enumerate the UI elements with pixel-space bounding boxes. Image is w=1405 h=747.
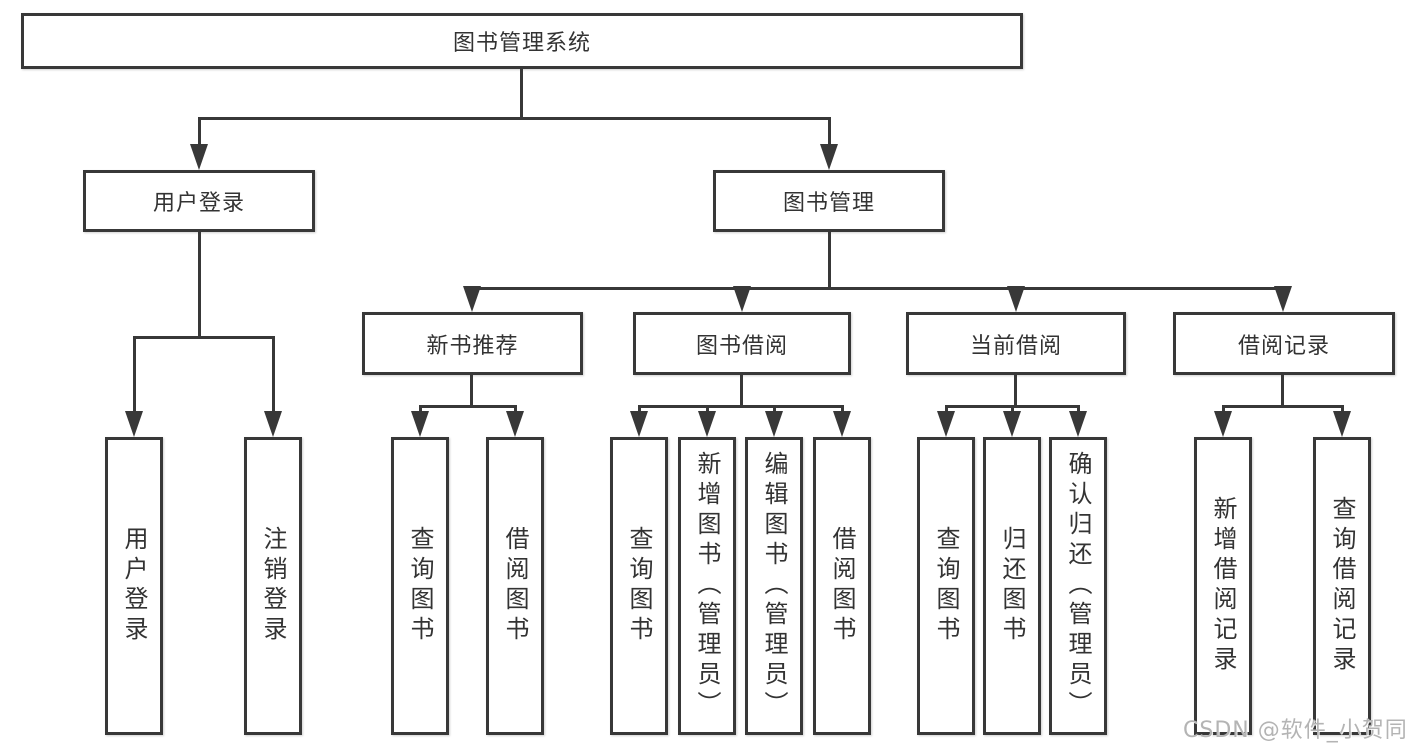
arrowhead-icon [190, 144, 208, 170]
arrowhead-icon [506, 411, 524, 437]
arrowhead-icon [833, 411, 851, 437]
leaf-edit-books-admin: 编辑图书（管理员） [745, 437, 803, 735]
node-borrow-record-label: 借阅记录 [1237, 333, 1330, 359]
leaf-current-query-books-label: 查询图书 [932, 526, 960, 646]
node-borrow-record: 借阅记录 [1173, 312, 1395, 375]
connector-drop-book-management [828, 117, 831, 150]
connector-record-rail [1222, 405, 1344, 408]
node-book-management: 图书管理 [713, 170, 945, 232]
leaf-confirm-return-admin-label: 确认归还（管理员） [1064, 451, 1092, 721]
node-current-borrow: 当前借阅 [906, 312, 1126, 375]
arrowhead-icon [937, 411, 955, 437]
leaf-user-login-label: 用户登录 [120, 526, 148, 646]
connector-user-stub [198, 232, 201, 337]
leaf-query-borrow-record: 查询借阅记录 [1313, 437, 1371, 735]
connector-borrow-stub [740, 375, 743, 407]
arrowhead-icon [411, 411, 429, 437]
leaf-add-books-admin: 新增图书（管理员） [678, 437, 736, 735]
arrowhead-icon [698, 411, 716, 437]
leaf-recommend-borrow-books: 借阅图书 [486, 437, 544, 735]
leaf-edit-books-admin-label: 编辑图书（管理员） [760, 451, 788, 721]
node-current-borrow-label: 当前借阅 [969, 333, 1062, 359]
leaf-recommend-query-books-label: 查询图书 [406, 526, 434, 646]
arrowhead-icon [1214, 411, 1232, 437]
leaf-borrow-books-label: 借阅图书 [828, 526, 856, 646]
node-book-borrow: 图书借阅 [633, 312, 851, 375]
leaf-return-books: 归还图书 [983, 437, 1041, 735]
connector-current-stub [1014, 375, 1017, 407]
leaf-borrow-books: 借阅图书 [813, 437, 871, 735]
node-user-login-label: 用户登录 [152, 191, 245, 216]
leaf-add-borrow-record: 新增借阅记录 [1194, 437, 1252, 735]
leaf-logout-label: 注销登录 [259, 526, 287, 646]
arrowhead-icon [1003, 411, 1021, 437]
connector-level2-rail [198, 117, 831, 120]
connector-drop-leaf [272, 336, 275, 416]
leaf-recommend-borrow-books-label: 借阅图书 [501, 526, 529, 646]
leaf-query-borrow-record-label: 查询借阅记录 [1328, 496, 1356, 676]
node-new-book-recommend-label: 新书推荐 [426, 333, 519, 359]
leaf-current-query-books: 查询图书 [917, 437, 975, 735]
connector-record-stub [1281, 375, 1284, 407]
arrowhead-icon [1069, 411, 1087, 437]
arrowhead-icon [630, 411, 648, 437]
leaf-user-login: 用户登录 [105, 437, 163, 735]
node-book-borrow-label: 图书借阅 [695, 333, 788, 359]
arrowhead-icon [820, 144, 838, 170]
node-user-login: 用户登录 [83, 170, 315, 232]
leaf-return-books-label: 归还图书 [998, 526, 1026, 646]
leaf-add-borrow-record-label: 新增借阅记录 [1209, 496, 1237, 676]
connector-recommend-stub [470, 375, 473, 407]
connector-recommend-rail [419, 405, 517, 408]
node-new-book-recommend: 新书推荐 [362, 312, 583, 375]
node-book-management-label: 图书管理 [782, 191, 875, 216]
node-root: 图书管理系统 [21, 13, 1023, 69]
connector-drop-leaf [133, 336, 136, 416]
arrowhead-icon [125, 411, 143, 437]
leaf-recommend-query-books: 查询图书 [391, 437, 449, 735]
connector-drop-user-login [198, 117, 201, 150]
connector-borrow-rail [638, 405, 844, 408]
arrowhead-icon [1333, 411, 1351, 437]
connector-user-rail [133, 336, 275, 339]
arrowhead-icon [733, 286, 751, 312]
arrowhead-icon [1007, 286, 1025, 312]
connector-group-rail [471, 287, 1284, 290]
leaf-borrow-query-books-label: 查询图书 [625, 526, 653, 646]
connector-mgmt-stub [828, 232, 831, 289]
arrowhead-icon [463, 286, 481, 312]
leaf-borrow-query-books: 查询图书 [610, 437, 668, 735]
arrowhead-icon [765, 411, 783, 437]
arrowhead-icon [264, 411, 282, 437]
arrowhead-icon [1274, 286, 1292, 312]
leaf-add-books-admin-label: 新增图书（管理员） [693, 451, 721, 721]
leaf-confirm-return-admin: 确认归还（管理员） [1049, 437, 1107, 735]
watermark-text: CSDN @软件_小贺同学 [1183, 718, 1405, 743]
leaf-logout: 注销登录 [244, 437, 302, 735]
connector-root-stub [520, 69, 523, 118]
node-root-label: 图书管理系统 [452, 31, 591, 56]
